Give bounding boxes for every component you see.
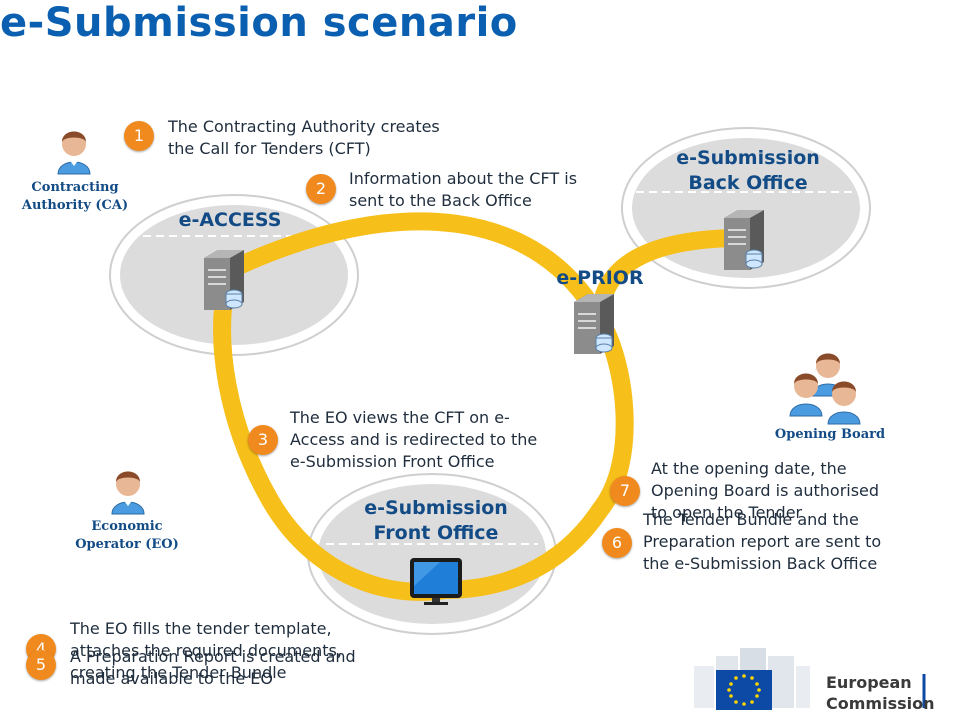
page-title: e-Submission scenario — [0, 0, 518, 46]
back-office-label: e-Submission Back Office — [648, 146, 848, 195]
european-commission-logo — [694, 648, 926, 710]
step-5-line: A Preparation Report is created and — [70, 647, 356, 666]
logo-line1: European — [826, 673, 912, 692]
back-office-label-line2: Back Office — [688, 171, 808, 194]
contracting-authority-person-icon — [57, 131, 91, 175]
step-2-badge: 2 — [306, 174, 336, 204]
step-6-line: The Tender Bundle and the — [643, 510, 859, 529]
step-3-line: The EO views the CFT on e- — [290, 408, 510, 427]
eo-label-line2: Operator (EO) — [75, 536, 179, 552]
ca-label-line1: Contracting — [31, 180, 119, 195]
logo-line2: Commission — [826, 694, 935, 713]
step-4-line: creating the Tender Bundle — [70, 663, 287, 682]
step-6-badge: 6 — [602, 528, 632, 558]
back-office-server-icon — [724, 210, 764, 270]
economic-operator-label: Economic Operator (EO) — [52, 518, 202, 553]
step-6-line: Preparation report are sent to — [643, 532, 882, 551]
step-7-badge: 7 — [610, 476, 640, 506]
step-7-line: Opening Board is authorised — [651, 481, 880, 500]
step-1-text: The Contracting Authority creates the Ca… — [168, 116, 440, 160]
step-1-line: the Call for Tenders (CFT) — [168, 139, 371, 158]
step-7-text: At the opening date, the Opening Board i… — [651, 458, 879, 524]
economic-operator-person-icon — [111, 471, 145, 515]
step-4-text: The EO fills the tender template, attach… — [70, 618, 342, 684]
eprior-server-icon — [574, 294, 614, 354]
step-3-badge: 3 — [248, 425, 278, 455]
monitor-icon — [410, 558, 462, 605]
eaccess-server-icon — [204, 250, 244, 310]
step-2-text: Information about the CFT is sent to the… — [349, 168, 577, 212]
step-5-badge: 5 — [26, 650, 56, 680]
eo-label-line1: Economic — [91, 519, 163, 534]
contracting-authority-label: Contracting Authority (CA) — [2, 179, 148, 214]
step-4-line: attaches the required documents, — [70, 641, 342, 660]
step-2-line: Information about the CFT is — [349, 169, 578, 188]
opening-board-group-icon — [789, 353, 861, 425]
step-5-line: made available to the EO — [70, 669, 273, 688]
step-7-line: At the opening date, the — [651, 459, 847, 478]
eprior-label: e-PRIOR — [556, 267, 644, 289]
step-2-line: sent to the Back Office — [349, 191, 532, 210]
step-3-line: e-Submission Front Office — [290, 452, 495, 471]
process-path — [213, 212, 634, 601]
step-1-badge: 1 — [124, 121, 154, 151]
front-office-label-line2: Front Office — [373, 521, 499, 544]
step-6-line: the e-Submission Back Office — [643, 554, 878, 573]
step-5-text: A Preparation Report is created and made… — [70, 646, 356, 690]
european-commission-wordmark: European Commission — [826, 672, 934, 714]
eaccess-label: e-ACCESS — [178, 209, 282, 231]
opening-board-label: Opening Board — [774, 427, 886, 442]
back-office-label-line1: e-Submission — [676, 147, 820, 169]
step-1-line: The Contracting Authority creates — [168, 117, 440, 136]
step-4-line: The EO fills the tender template, — [70, 619, 332, 638]
front-office-label: e-Submission Front Office — [336, 496, 536, 545]
step-6-text: The Tender Bundle and the Preparation re… — [643, 509, 881, 575]
step-3-text: The EO views the CFT on e- Access and is… — [290, 407, 537, 473]
ca-label-line2: Authority (CA) — [21, 197, 129, 213]
step-7-line: to open the Tender — [651, 503, 803, 522]
front-office-label-line1: e-Submission — [364, 497, 508, 519]
step-3-line: Access and is redirected to the — [290, 430, 538, 449]
